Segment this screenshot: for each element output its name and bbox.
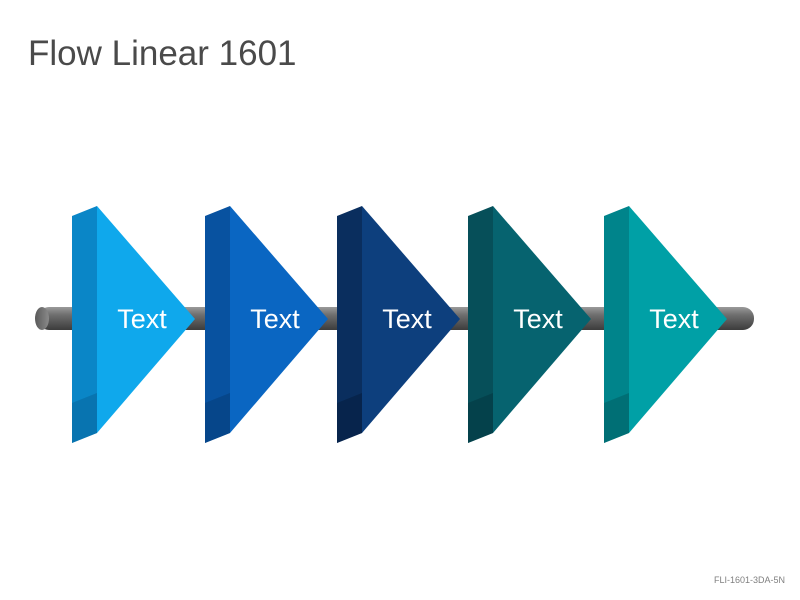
step-front-face <box>230 206 328 433</box>
step-label: Text <box>649 304 699 334</box>
flow-step-3: Text <box>337 206 460 443</box>
step-label: Text <box>117 304 167 334</box>
rod-left-cap <box>35 307 49 330</box>
step-label: Text <box>250 304 300 334</box>
step-side-face <box>72 206 97 443</box>
step-side-shade <box>468 393 493 443</box>
step-front-face <box>362 206 460 433</box>
page-title: Flow Linear 1601 <box>28 34 297 73</box>
step-side-face <box>337 206 362 443</box>
step-front-face <box>629 206 727 433</box>
flow-step-5: Text <box>604 206 727 443</box>
step-side-shade <box>604 393 629 443</box>
flow-step-4: Text <box>468 206 591 443</box>
slide-code: FLI-1601-3DA-5N <box>713 575 785 585</box>
step-side-face <box>468 206 493 443</box>
step-side-face <box>604 206 629 443</box>
step-front-face <box>493 206 591 433</box>
flow-step-2: Text <box>205 206 328 443</box>
step-label: Text <box>513 304 563 334</box>
step-side-face <box>205 206 230 443</box>
step-side-shade <box>205 393 230 443</box>
flow-step-1: Text <box>72 206 195 443</box>
step-front-face <box>97 206 195 433</box>
steps-layer: Text Text Text Text Text <box>72 206 727 443</box>
step-side-shade <box>72 393 97 443</box>
step-side-shade <box>337 393 362 443</box>
step-label: Text <box>382 304 432 334</box>
